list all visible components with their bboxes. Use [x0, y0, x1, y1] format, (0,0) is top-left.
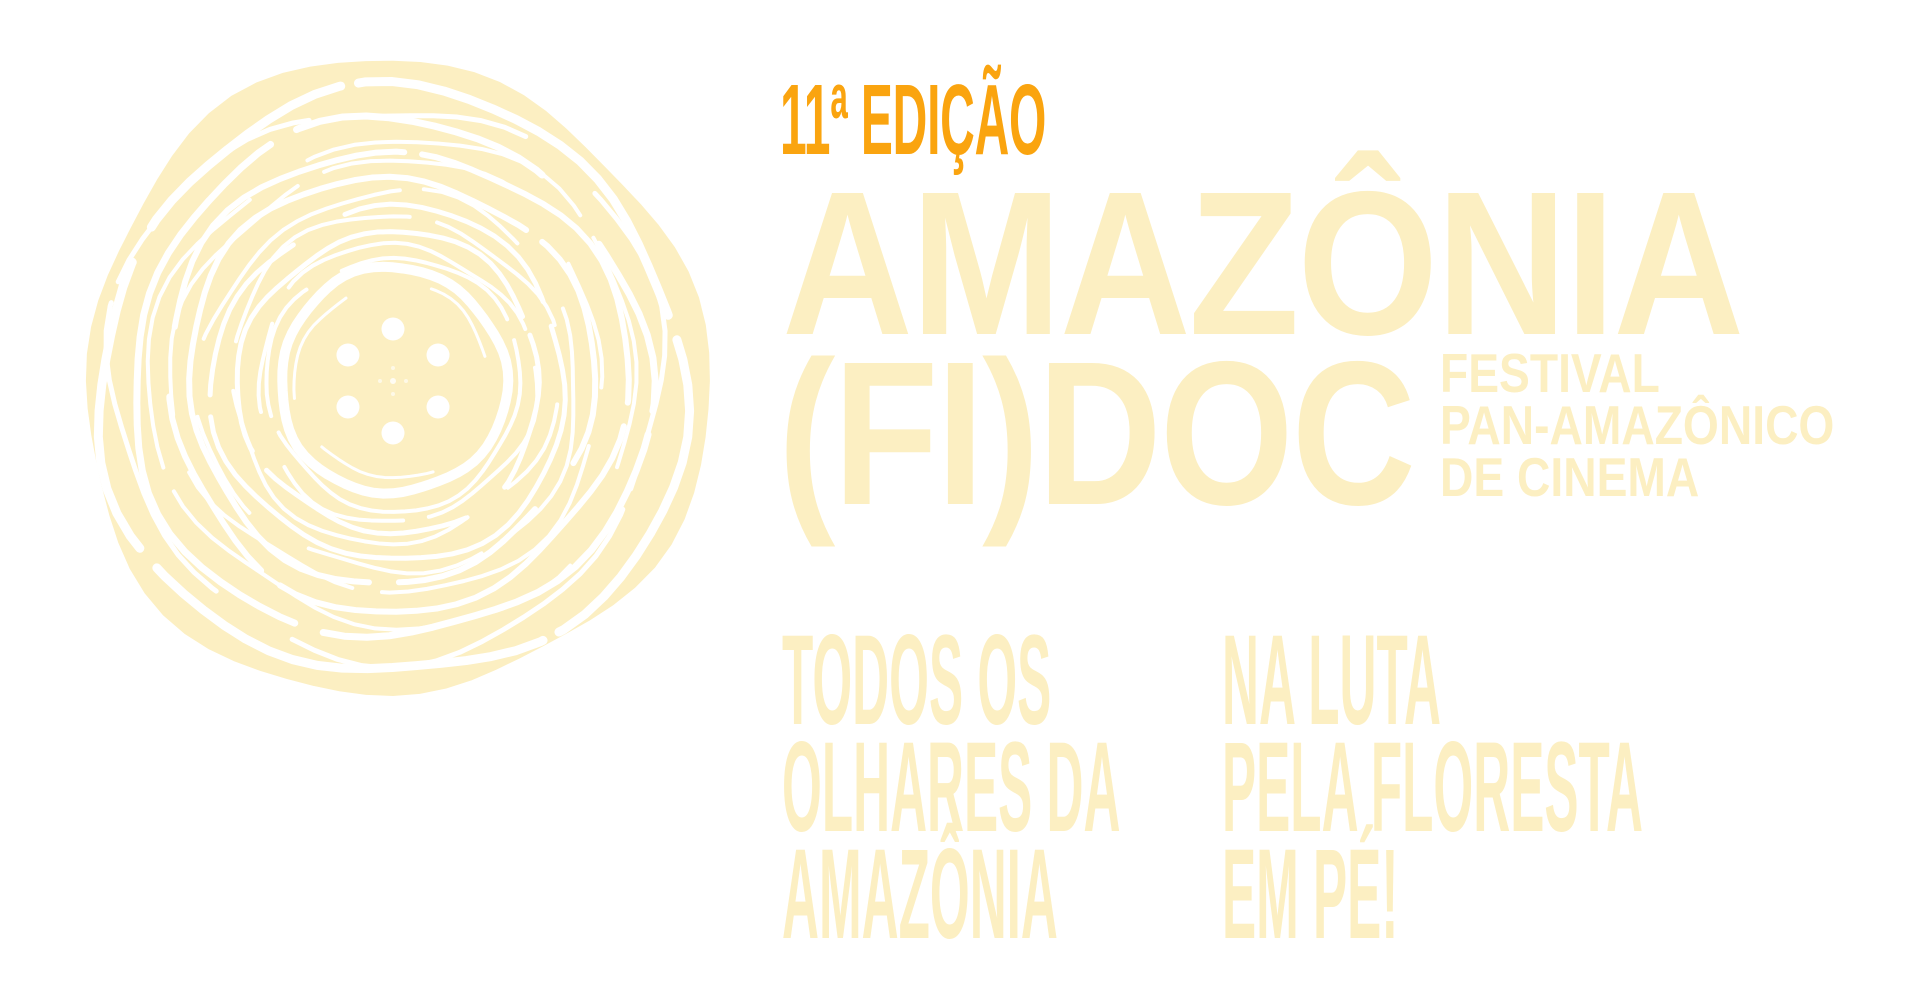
- tree-ring: [264, 255, 523, 514]
- tagline-line: AMAZÔNIA: [782, 823, 1058, 966]
- subtitle-line: FESTIVAL: [1440, 342, 1660, 404]
- pith-dot: [390, 378, 396, 384]
- tree-ring: [93, 77, 695, 674]
- tree-ring: [256, 240, 540, 523]
- subtitle-line: PAN-AMAZÔNICO: [1440, 394, 1835, 456]
- pith-dot: [336, 343, 360, 367]
- pith-dot: [426, 343, 450, 367]
- tree-rings-icon: [68, 40, 724, 712]
- tagline-right-column: NA LUTA PELA FLORESTA EM PÉ!: [1222, 609, 1643, 966]
- pith-dot: [426, 395, 450, 419]
- tagline-line: PELA FLORESTA: [1222, 716, 1643, 859]
- pith-dot: [391, 392, 395, 396]
- festival-subtitle: FESTIVAL PAN-AMAZÔNICO DE CINEMA: [1440, 342, 1835, 508]
- tree-ring: [145, 139, 639, 632]
- festival-title-fidoc: (FI)DOC: [778, 319, 1416, 548]
- pith-dot: [381, 317, 405, 341]
- tagline-left-column: TODOS OS OLHARES DA AMAZÔNIA: [782, 609, 1121, 966]
- pith-dot: [404, 379, 408, 383]
- tagline-line: TODOS OS: [782, 609, 1052, 752]
- tree-ring: [191, 187, 576, 576]
- tree-ring: [165, 148, 632, 615]
- pith-dot: [381, 421, 405, 445]
- edition-label: 11ª EDIÇÃO: [780, 64, 1047, 176]
- tree-ring: [229, 214, 563, 547]
- festival-title-amazonia: AMAZÔNIA: [782, 149, 1744, 378]
- tagline-line: OLHARES DA: [782, 716, 1121, 859]
- tree-ring: [186, 173, 599, 586]
- pith-dot: [378, 379, 382, 383]
- tree-rings-svg: [85, 60, 710, 696]
- tree-ring: [168, 158, 605, 595]
- tree-ring: [85, 60, 710, 696]
- tree-ring: [292, 280, 492, 480]
- tree-ring: [133, 112, 659, 641]
- tree-ring: [277, 261, 514, 499]
- tagline-line: NA LUTA: [1222, 609, 1441, 752]
- pith-dot: [391, 366, 395, 370]
- pith-dot: [336, 395, 360, 419]
- tree-ring: [234, 229, 542, 537]
- tagline-line: EM PÉ!: [1222, 823, 1399, 966]
- tree-ring: [207, 201, 568, 561]
- subtitle-line: DE CINEMA: [1440, 446, 1700, 508]
